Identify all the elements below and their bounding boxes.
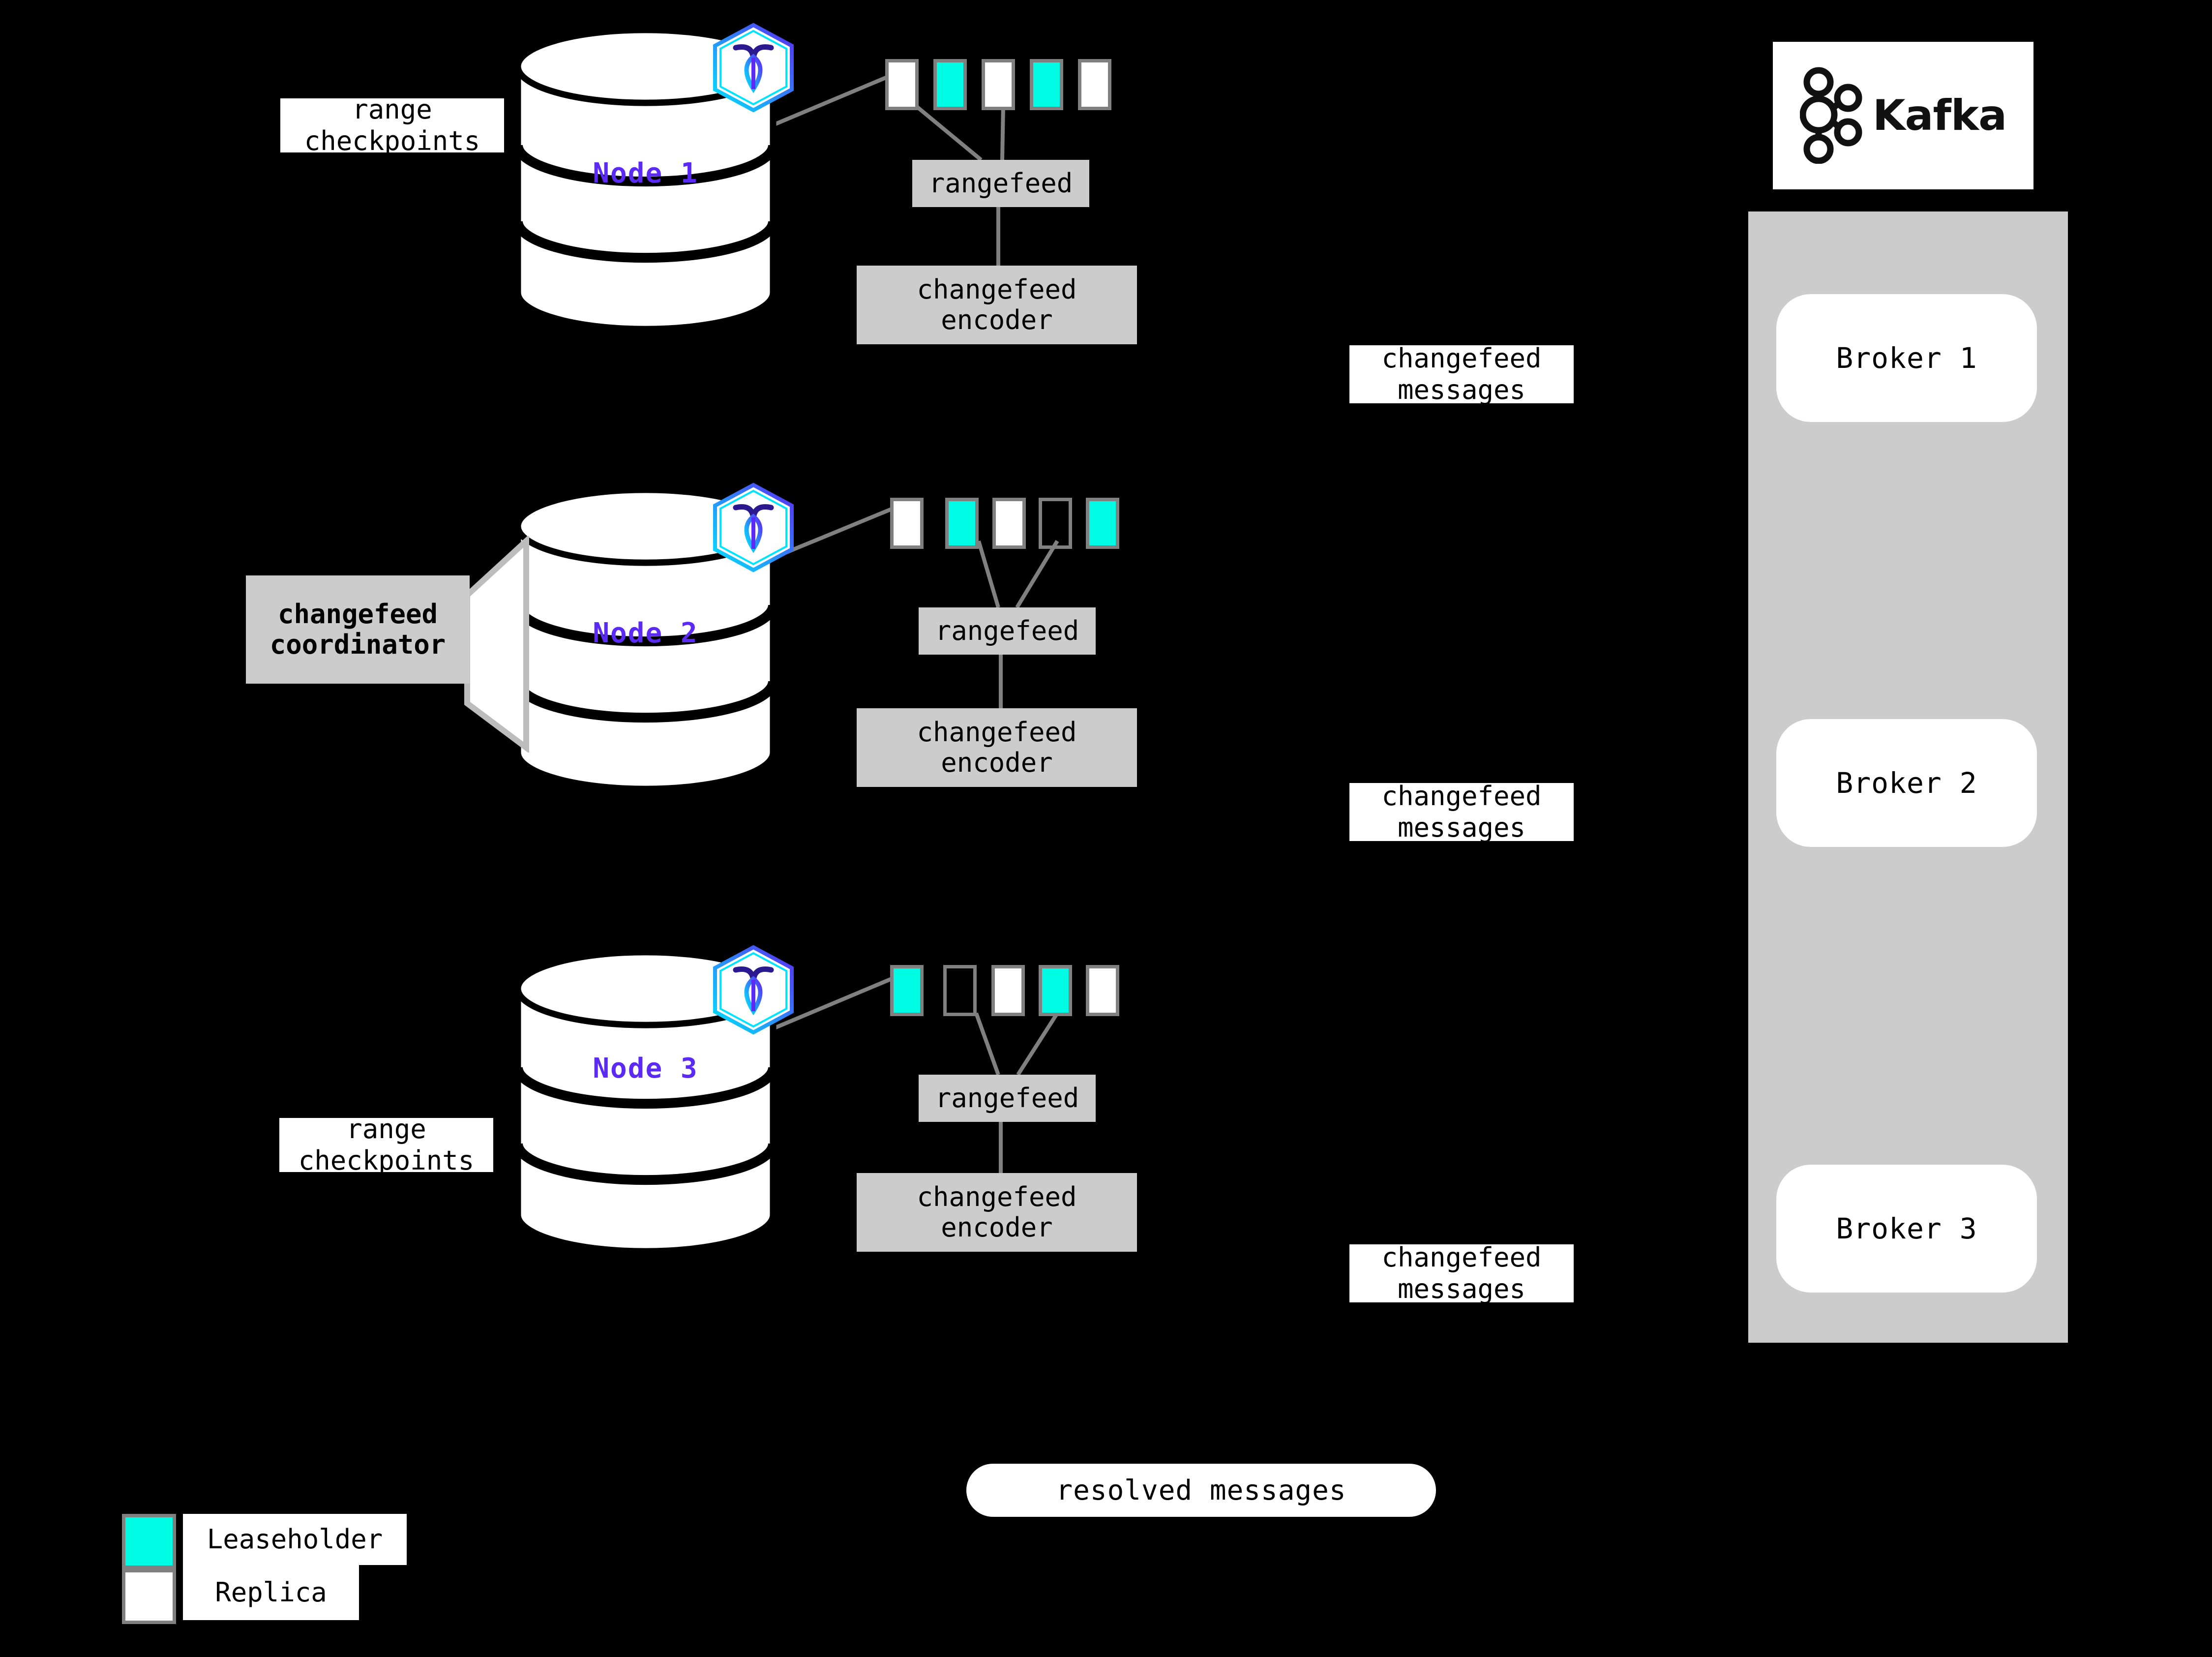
node-2-cylinder: Node 2	[514, 487, 777, 792]
cockroachdb-logo-icon-node-3	[708, 944, 799, 1035]
kafka-mark-icon	[1799, 65, 1864, 166]
node-1-label: Node 1	[593, 157, 698, 189]
legend-label-leaseholder: Leaseholder	[183, 1514, 407, 1565]
node-1-changefeed-encoder-box[interactable]: changefeed encoder	[857, 266, 1137, 344]
node-1-changefeed-messages-label: changefeed messages	[1349, 345, 1574, 403]
kafka-logo-plate: Kafka	[1773, 42, 2033, 189]
node-2-range-3[interactable]	[992, 498, 1026, 549]
broker-3[interactable]: Broker 3	[1776, 1165, 2037, 1293]
node-3-rangefeed-box[interactable]: rangefeed	[919, 1075, 1096, 1122]
cockroachdb-logo-icon-node-1	[708, 22, 799, 113]
changefeed-coordinator-arrow-icon	[462, 534, 561, 753]
node-3-range-2[interactable]	[943, 965, 977, 1016]
node-1-range-checkpoints-label: range checkpoints	[280, 98, 504, 152]
legend-swatch-leaseholder	[122, 1514, 176, 1569]
node-3-range-checkpoints-label: range checkpoints	[279, 1118, 493, 1172]
node-2-range-4[interactable]	[1039, 498, 1072, 549]
node-1-range-3[interactable]	[982, 59, 1015, 110]
resolved-messages-pill[interactable]: resolved messages	[966, 1464, 1436, 1517]
node-2-rangefeed-box[interactable]: rangefeed	[919, 607, 1096, 655]
node-1-rangefeed-box[interactable]: rangefeed	[912, 160, 1089, 207]
broker-1[interactable]: Broker 1	[1776, 294, 2037, 422]
node-2-range-5[interactable]	[1086, 498, 1119, 549]
node-2-changefeed-encoder-box[interactable]: changefeed encoder	[857, 708, 1137, 787]
node-3-label: Node 3	[593, 1053, 698, 1085]
node-3-range-4[interactable]	[1039, 965, 1072, 1016]
node-1-range-2[interactable]	[933, 59, 967, 110]
node-3-cylinder: Node 3	[514, 949, 777, 1254]
node-3-changefeed-messages-label: changefeed messages	[1349, 1244, 1574, 1302]
broker-2[interactable]: Broker 2	[1776, 719, 2037, 847]
node-2-range-2[interactable]	[945, 498, 979, 549]
node-1-range-5[interactable]	[1078, 59, 1111, 110]
kafka-wordmark: Kafka	[1872, 91, 2007, 140]
node-2-range-1[interactable]	[890, 498, 924, 549]
legend-swatch-replica	[122, 1569, 176, 1624]
node-3-range-3[interactable]	[991, 965, 1025, 1016]
node-3-changefeed-encoder-box[interactable]: changefeed encoder	[857, 1173, 1137, 1252]
node-2-label: Node 2	[593, 617, 698, 649]
cockroachdb-logo-icon-node-2	[708, 482, 799, 573]
node-1-range-4[interactable]	[1030, 59, 1063, 110]
node-3-range-5[interactable]	[1086, 965, 1119, 1016]
node-2-changefeed-messages-label: changefeed messages	[1349, 783, 1574, 841]
node-3-range-1[interactable]	[890, 965, 924, 1016]
changefeed-coordinator-box[interactable]: changefeed coordinator	[246, 575, 470, 684]
legend-label-replica: Replica	[183, 1565, 359, 1620]
node-1-range-1[interactable]	[885, 59, 919, 110]
